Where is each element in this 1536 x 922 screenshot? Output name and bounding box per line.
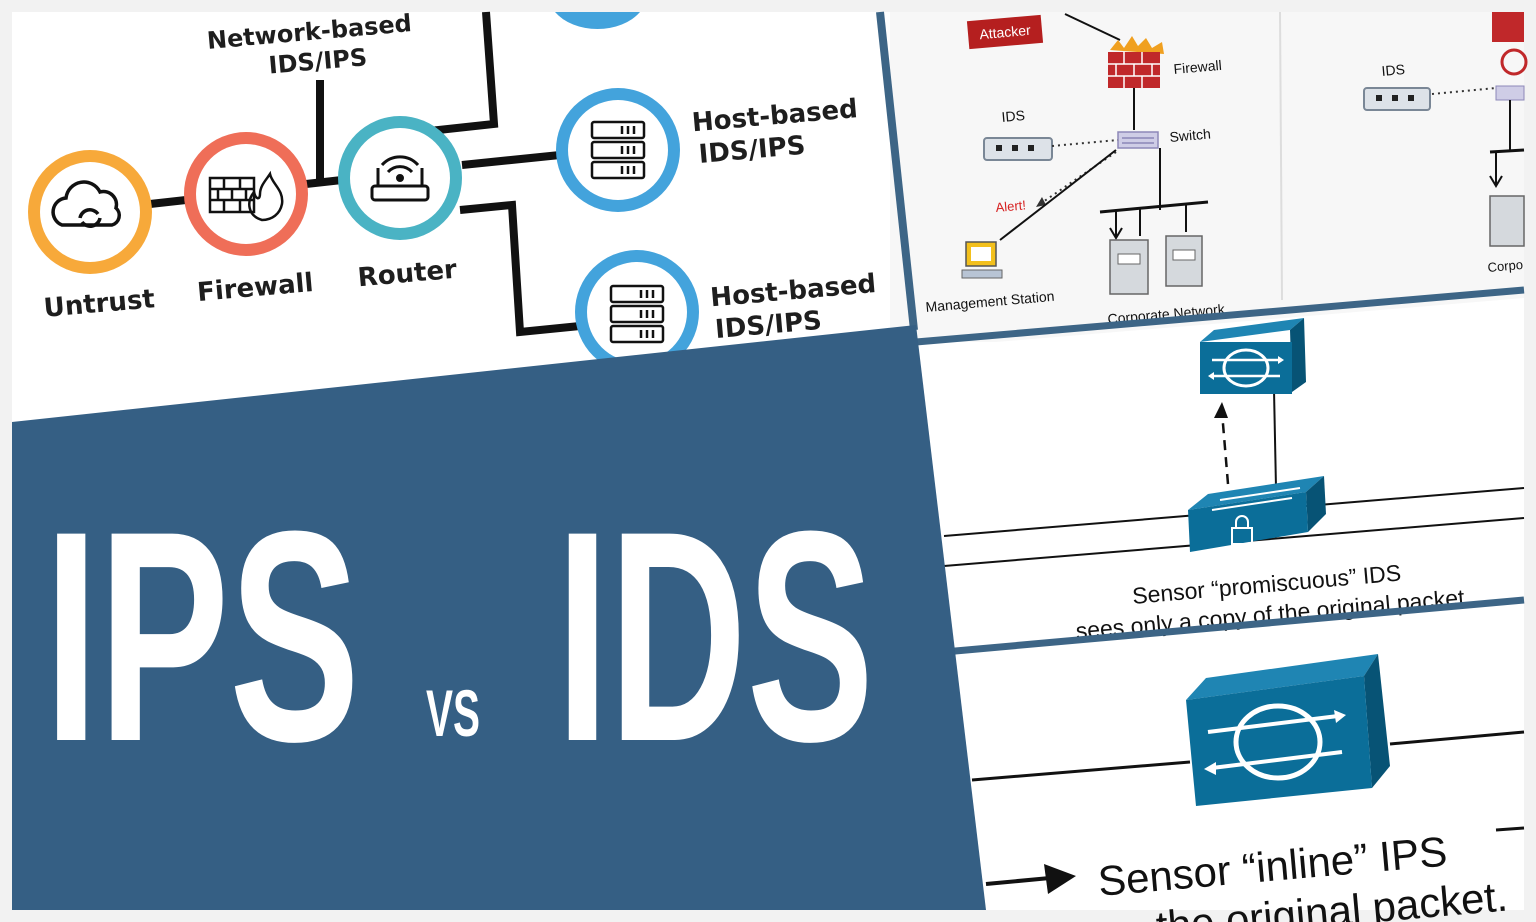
- ids-device-label: IDS: [1001, 107, 1026, 125]
- server-rack-icon: [609, 284, 665, 344]
- router-node: Router: [338, 116, 462, 293]
- copy-link: [1220, 411, 1230, 485]
- attacker-box: Attacker: [966, 14, 1044, 50]
- partial-top-node: [555, 12, 640, 30]
- down-arrow-icon: [1489, 175, 1503, 188]
- computer-icon: [961, 241, 1003, 279]
- right-arrow-icon: [1044, 864, 1076, 894]
- ids-sensor-box-icon: [1200, 318, 1306, 394]
- title-ids: IDS: [556, 468, 874, 804]
- server-tower-icon: [1489, 195, 1525, 247]
- ips-sensor-box-icon: [1186, 654, 1390, 806]
- switch-label: Switch: [1169, 125, 1211, 145]
- server-tower-icon: [1109, 235, 1203, 295]
- firewall-brick-icon: [1492, 12, 1524, 42]
- ids-mirror-link: [1051, 139, 1119, 147]
- panel-dividers: [876, 11, 1525, 656]
- switch-icon: [1495, 85, 1525, 101]
- host-node-2: Host-based IDS/IPS: [575, 250, 877, 374]
- attacker-label: Attacker: [979, 22, 1032, 42]
- corporate-bus: [1099, 200, 1209, 214]
- ids-network-panel: Attacker Firewall Switch IDS: [890, 11, 1528, 342]
- block-icon: [1500, 48, 1528, 76]
- title-ips: IPS: [44, 468, 360, 804]
- ids-sensor-icon: [1363, 87, 1431, 111]
- inline-arrow-shaft: [985, 876, 1051, 886]
- management-link: [999, 149, 1117, 241]
- topology-links: [149, 11, 581, 337]
- ids-firewall-label: Firewall: [1173, 57, 1222, 77]
- switch-icon: [1117, 131, 1159, 149]
- title-vs: VS: [426, 676, 480, 750]
- cloud-sync-icon: [51, 180, 121, 228]
- down-arrow-icon: [1109, 227, 1123, 240]
- inline-panel: Sensor “inline” IPS the original packet.: [960, 610, 1525, 922]
- host-node-1: Host-based IDS/IPS: [556, 88, 859, 212]
- sensor-link: [1273, 389, 1277, 489]
- ips-panel-corporate-label: Corpo: [1487, 257, 1524, 275]
- promiscuous-panel: Sensor “promiscuous” IDS sees only a cop…: [924, 298, 1525, 650]
- ips-panel-ids-label: IDS: [1381, 61, 1406, 79]
- firewall-node: Firewall: [184, 132, 315, 308]
- firewall-brick-icon: [1108, 36, 1164, 88]
- title-banner: IPS VS IDS: [12, 325, 986, 910]
- untrust-node: Untrust: [28, 150, 156, 324]
- alert-arrow-icon: [1036, 197, 1046, 207]
- topology-panel: Network-based IDS/IPS Untrust: [28, 9, 877, 374]
- server-rack-icon: [590, 120, 646, 180]
- attacker-link: [1064, 13, 1121, 41]
- up-arrow-icon: [1214, 402, 1228, 418]
- firewall-brick-icon: [208, 170, 284, 222]
- ids-sensor-icon: [983, 137, 1053, 161]
- alert-label: Alert!: [995, 197, 1027, 215]
- switch-lock-icon: [1188, 476, 1326, 552]
- wifi-router-icon: [370, 155, 430, 202]
